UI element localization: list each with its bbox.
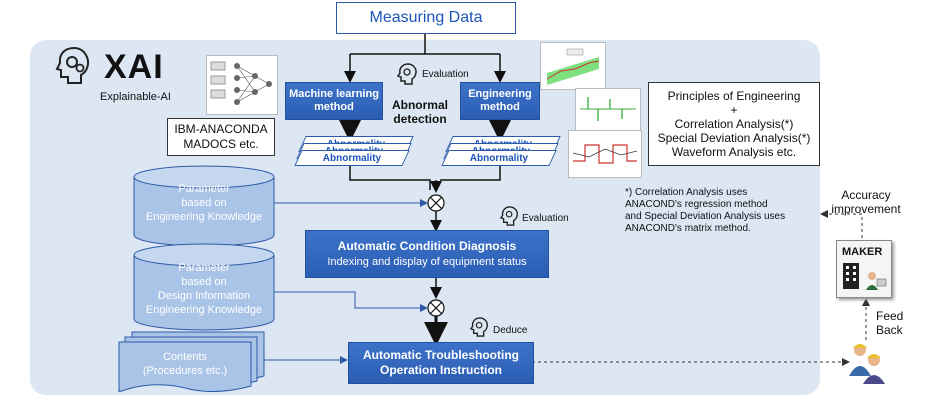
contents-line1: Contents [162, 351, 208, 363]
footnote-line4: ANACOND's matrix method. [625, 223, 751, 234]
principles-line2: + [730, 103, 738, 117]
machine-learning-line1: Machine learning [289, 88, 379, 100]
abnormality-card: Abnormality [294, 150, 410, 166]
abnormality-stack-left: Abnormality Abnormality Abnormality [294, 136, 414, 168]
machine-learning-method-box: Machine learning method [285, 82, 383, 120]
contents-line2: (Procedures etc.) [142, 365, 228, 377]
gear-head-icon [396, 62, 419, 91]
cylinder2-line1: Parameter [178, 262, 230, 274]
cylinder1-text: Parameter based on Engineering Knowledge [133, 182, 275, 224]
feedback-label: Feed Back [876, 309, 903, 337]
chart-thumbnail-3 [568, 130, 642, 178]
evaluation-top-label: Evaluation [422, 69, 469, 80]
diagnosis-title: Automatic Condition Diagnosis [337, 239, 517, 253]
abnormal-detection-label: Abnormal detection [388, 98, 452, 126]
cylinder1-line3: Engineering Knowledge [145, 211, 263, 223]
troubleshooting-line1: Automatic Troubleshooting [363, 348, 519, 362]
abnormality-stack-right: Abnormality Abnormality Abnormality [441, 136, 561, 168]
deduce-label: Deduce [493, 325, 528, 336]
cylinder1-line2: based on [181, 197, 227, 209]
footnote: *) Correlation Analysis uses ANACOND's r… [625, 187, 785, 235]
neural-network-illustration [206, 55, 278, 115]
cylinder-design-information [133, 243, 275, 331]
cylinder-engineering-knowledge [133, 165, 275, 247]
cylinder2-line2: based on [181, 276, 227, 288]
troubleshooting-line2: Operation Instruction [379, 363, 502, 377]
engineering-method-line1: Engineering [468, 88, 532, 100]
accuracy-improvement-label: Accuracy improvement [826, 188, 906, 216]
abnormal-detection-line1: Abnormal [391, 98, 448, 112]
gear-head-icon [469, 316, 490, 343]
principles-line3: Correlation Analysis(*) [674, 117, 794, 131]
engineering-method-box: Engineering method [460, 82, 540, 120]
xai-subtitle: Explainable-AI [100, 91, 171, 103]
feedback-line1: Feed [876, 309, 904, 323]
feedback-line2: Back [876, 323, 903, 337]
engineering-method-line2: method [480, 101, 520, 113]
chart-thumbnail-2 [575, 88, 641, 132]
workers-icon [846, 340, 888, 389]
cylinder1-line1: Parameter [178, 183, 230, 195]
machine-learning-line2: method [314, 101, 354, 113]
cylinder2-line4: Engineering Knowledge [145, 304, 263, 316]
building-icon [842, 262, 860, 295]
cylinder2-text: Parameter based on Design Information En… [133, 261, 275, 317]
automatic-condition-diagnosis-box: Automatic Condition Diagnosis Indexing a… [305, 230, 549, 278]
ibm-box-line2: MADOCS etc. [183, 137, 259, 151]
brain-gear-icon [55, 45, 93, 90]
maker-label: MAKER [842, 246, 883, 258]
principles-line1: Principles of Engineering [667, 89, 801, 103]
xai-title: XAI [104, 48, 164, 86]
measuring-data-box: Measuring Data [336, 2, 516, 34]
worker-icon [864, 270, 888, 297]
accuracy-line2: improvement [831, 202, 901, 216]
footnote-line2: ANACOND's regression method [625, 199, 768, 210]
principles-line4: Special Deviation Analysis(*) [657, 131, 811, 145]
contents-document-stack [118, 331, 265, 392]
gear-head-icon [499, 205, 520, 232]
evaluation-mid-label: Evaluation [522, 213, 569, 224]
footnote-line1: *) Correlation Analysis uses [625, 187, 748, 198]
automatic-troubleshooting-box: Automatic Troubleshooting Operation Inst… [348, 342, 534, 384]
chart-thumbnail-1 [540, 42, 606, 90]
abnormality-card: Abnormality [441, 150, 557, 166]
accuracy-line1: Accuracy [841, 188, 891, 202]
ibm-box-line1: IBM-ANACONDA [174, 122, 268, 136]
diagnosis-subtitle: Indexing and display of equipment status [327, 256, 527, 268]
principles-line5: Waveform Analysis etc. [671, 145, 797, 159]
cylinder2-line3: Design Information [157, 290, 251, 302]
principles-box: Principles of Engineering + Correlation … [648, 82, 820, 166]
footnote-line3: and Special Deviation Analysis uses [625, 211, 786, 222]
abnormal-detection-line2: detection [393, 112, 447, 126]
ibm-anaconda-box: IBM-ANACONDA MADOCS etc. [167, 118, 275, 156]
contents-text: Contents (Procedures etc.) [118, 350, 252, 378]
